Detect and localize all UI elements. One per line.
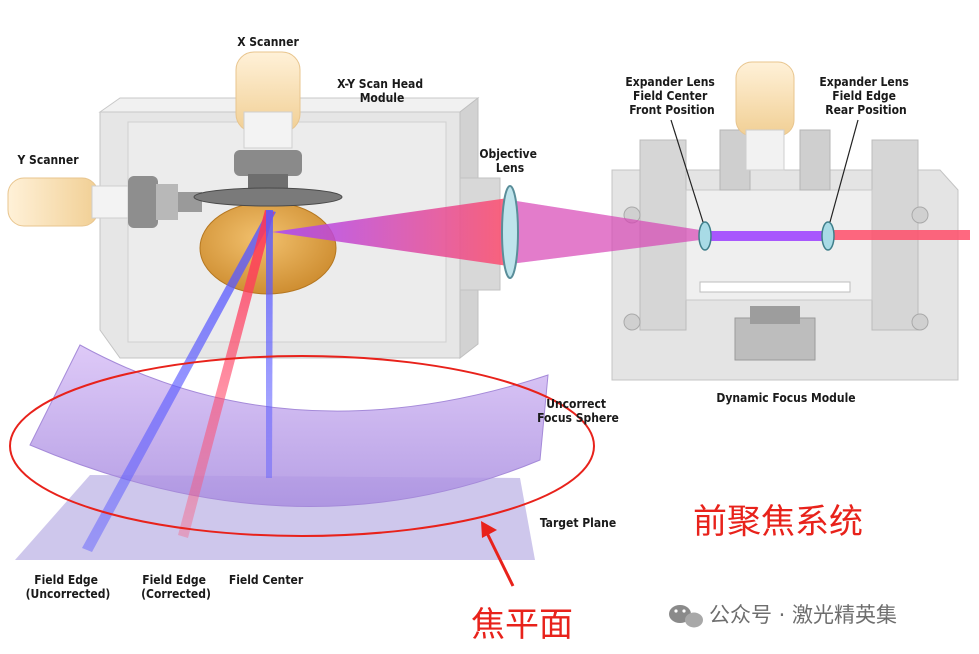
x-scanner [234, 51, 302, 190]
focal-plane-highlight [9, 355, 595, 537]
watermark: 公众号 · 激光精英集 [669, 603, 897, 628]
ray-field-edge-uncorrected [82, 210, 276, 552]
annotation-pre-focus-system: 前聚焦系统 [693, 502, 863, 542]
label-objective-lens: Objective Lens [479, 147, 540, 175]
beam-output [830, 230, 970, 240]
watermark-text: 公众号 · 激光精英集 [709, 603, 897, 627]
uncorrect-focus-sphere [29, 344, 549, 508]
expander-lens-front[interactable] [698, 221, 712, 251]
label-uncorrect-focus-sphere: Uncorrect Focus Sphere [537, 397, 619, 425]
label-expander-front: Expander Lens Field Center Front Positio… [625, 75, 718, 117]
label-scan-head: X-Y Scan Head Module [337, 77, 427, 105]
dynamic-focus-module [611, 129, 959, 381]
label-target-plane: Target Plane [540, 516, 616, 530]
label-field-edge-uncorrected: Field Edge (Uncorrected) [26, 573, 111, 601]
objective-lens[interactable] [501, 185, 519, 279]
y-scanner [7, 176, 202, 228]
label-field-center: Field Center [229, 573, 304, 587]
label-dynamic-focus-module: Dynamic Focus Module [716, 391, 855, 405]
label-expander-rear: Expander Lens Field Edge Rear Position [819, 75, 912, 117]
x-mirror-disc [193, 187, 343, 207]
label-x-scanner: X Scanner [237, 35, 299, 49]
annotation-arrow [481, 521, 515, 587]
beam-inside-expander [702, 231, 830, 241]
expander-lens-rear[interactable] [821, 221, 835, 251]
label-y-scanner: Y Scanner [16, 153, 79, 167]
ray-field-center [266, 210, 273, 478]
label-field-edge-corrected: Field Edge (Corrected) [141, 573, 211, 601]
beam-to-expander [510, 200, 700, 264]
beam-to-objective [272, 198, 508, 266]
ray-field-edge-corrected [178, 210, 274, 538]
focus-scanner [735, 61, 795, 171]
annotation-focal-plane: 焦平面 [471, 605, 573, 645]
wechat-icon [669, 605, 703, 628]
